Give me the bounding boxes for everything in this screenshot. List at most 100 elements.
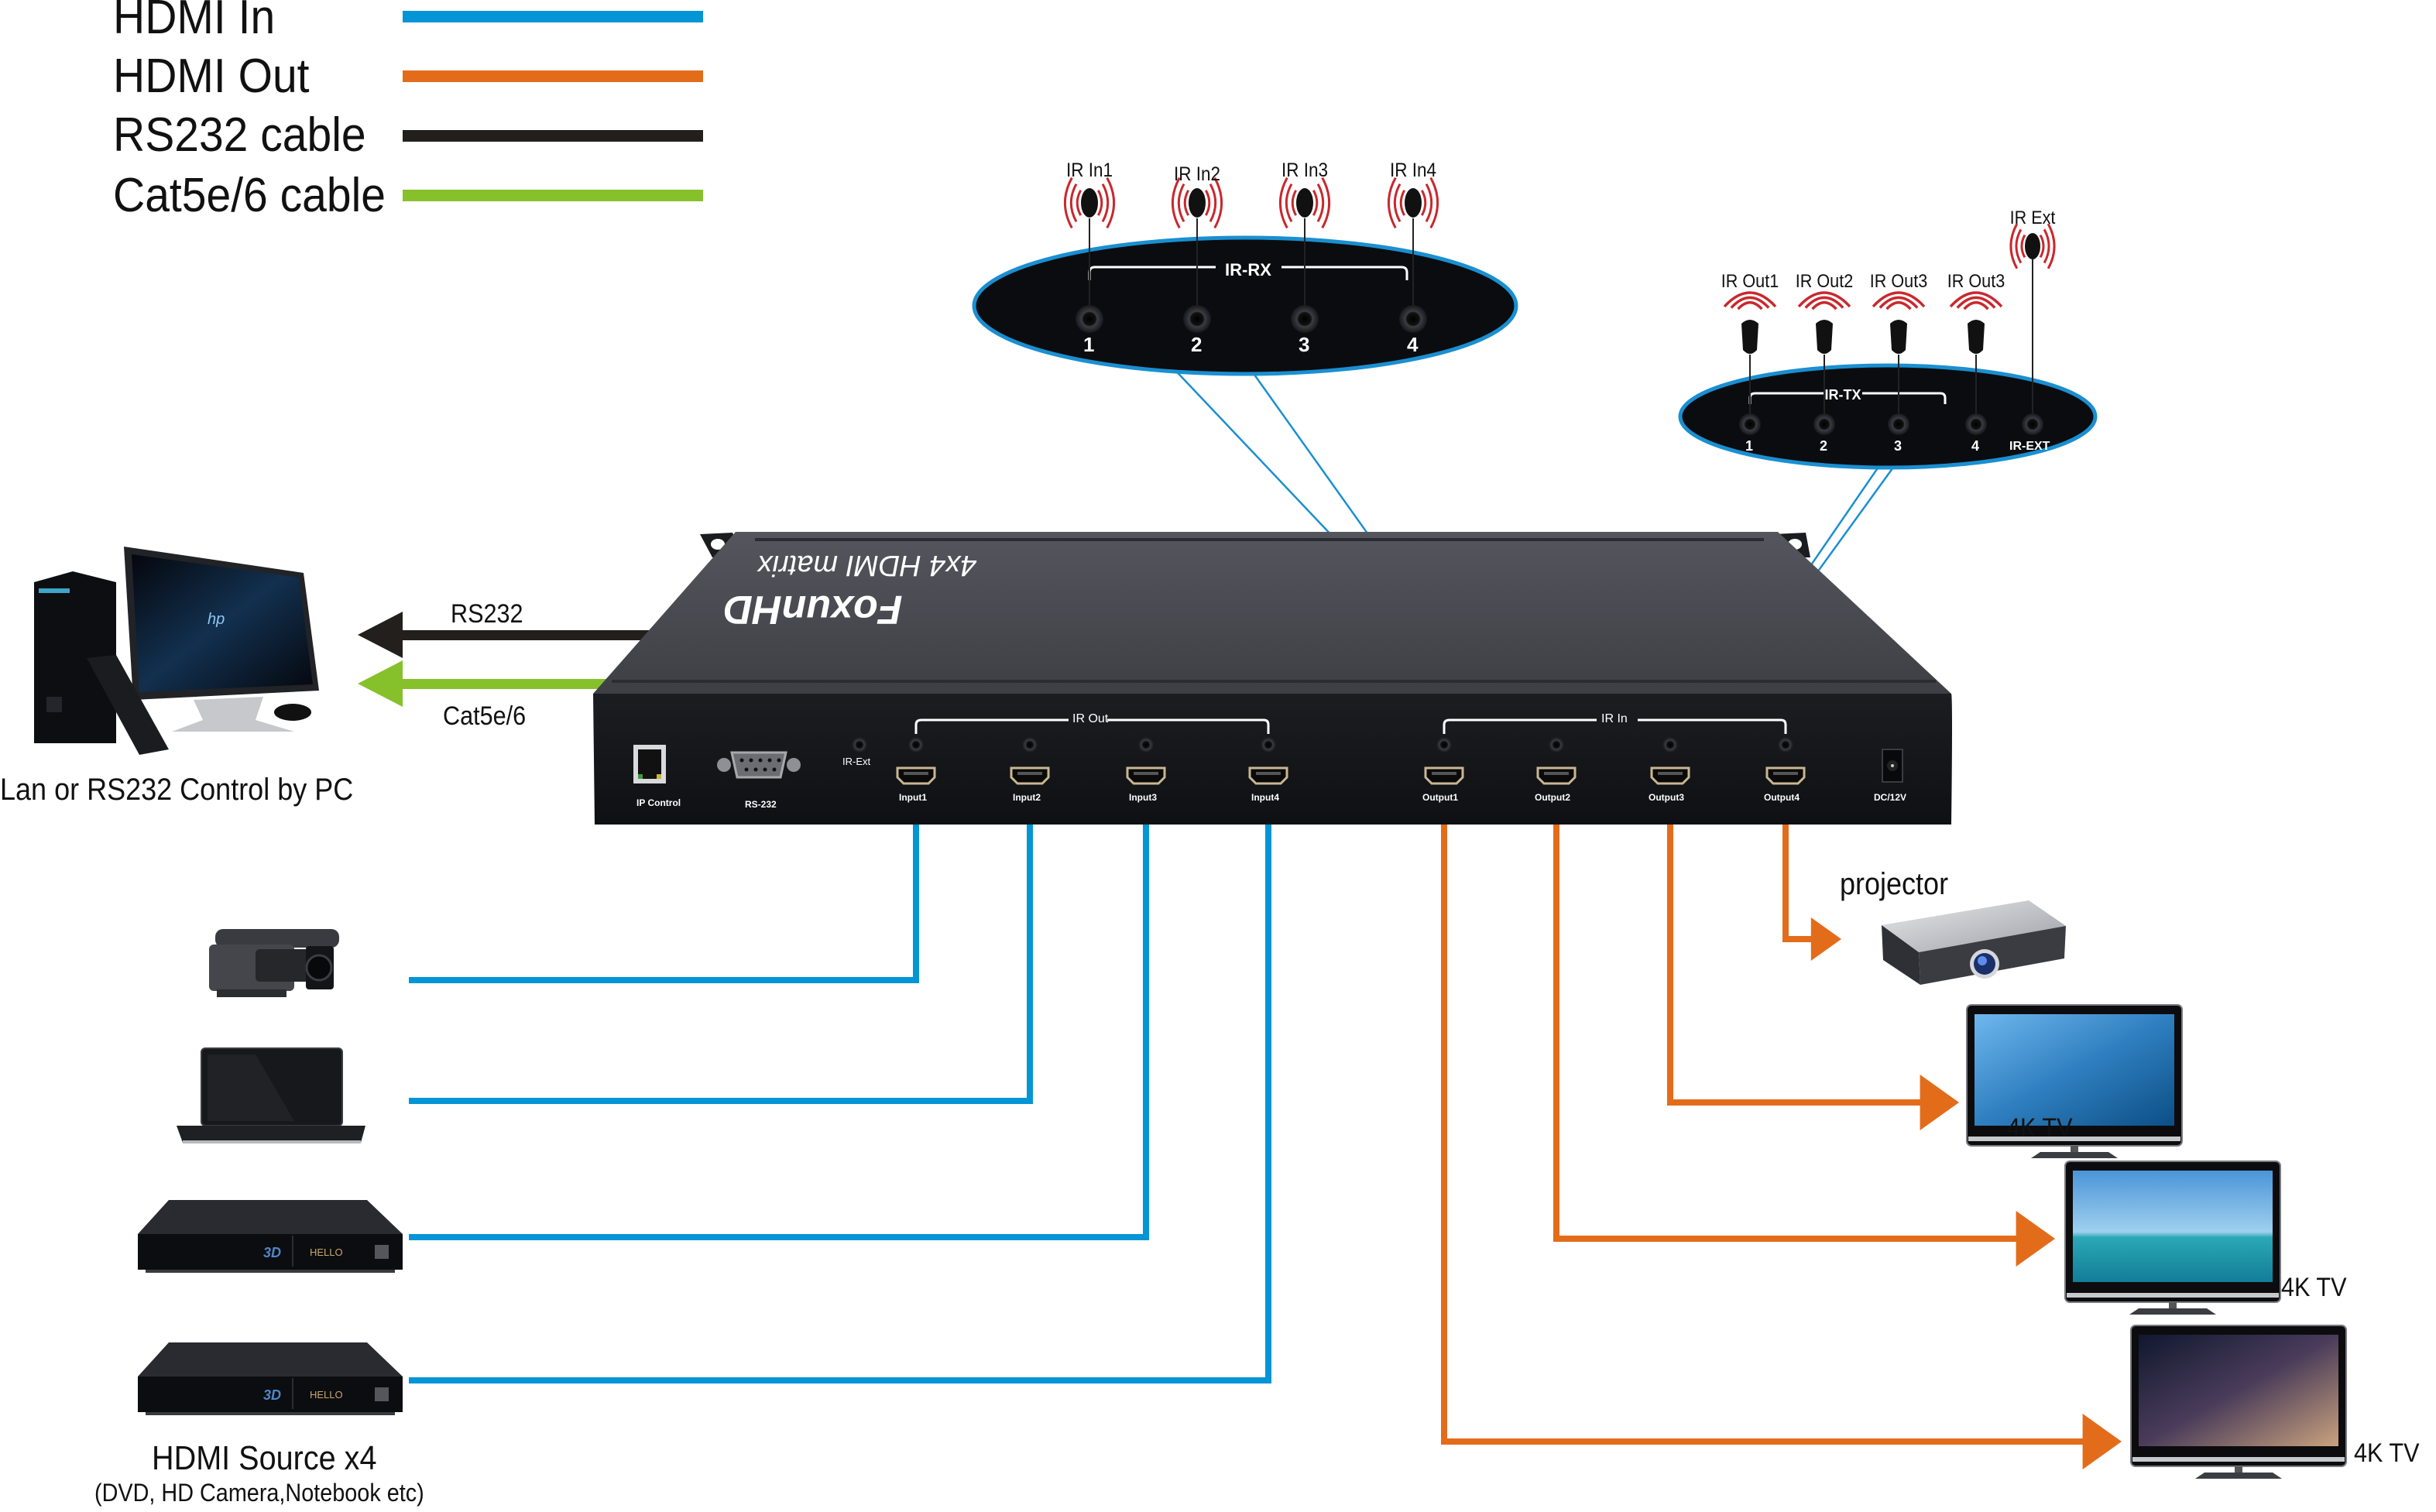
ir-receiver-2 — [1172, 177, 1223, 317]
ir-in-jack-3[interactable] — [1662, 737, 1678, 753]
ir-rx-jack-3[interactable] — [1291, 305, 1319, 333]
ir-tx-label-1: IR Out1 — [1721, 271, 1779, 292]
hdmi-out-cable-3 — [1667, 825, 1923, 1106]
ir-out-jack-3[interactable] — [1138, 737, 1154, 753]
label-input-3: Input3 — [1129, 792, 1157, 803]
tv-label-1: 4K TV — [2007, 1113, 2073, 1143]
hdmi-in-cables — [409, 825, 1271, 1383]
ir-rx-port-number-3: 3 — [1299, 333, 1310, 356]
hdmi-output-port-4[interactable] — [1765, 766, 1806, 785]
player-3d-badge: 3D — [263, 1387, 281, 1403]
rj45-port[interactable] — [633, 745, 666, 783]
hdmi-in-cable-1 — [409, 825, 919, 983]
label-output-1: Output1 — [1422, 792, 1458, 803]
dc-power-jack[interactable] — [1882, 749, 1903, 783]
hdmi-out-arrowhead-3 — [1920, 1075, 1959, 1130]
hdmi-output-port-3[interactable] — [1650, 766, 1690, 785]
ir-out-jack-1[interactable] — [908, 737, 924, 753]
ir-rx-port-number-2: 2 — [1191, 333, 1203, 356]
ir-rx-label-2: IR In2 — [1173, 163, 1221, 185]
legend-label-hdmi-in: HDMI In — [113, 0, 276, 44]
label-ip-control: IP Control — [636, 797, 681, 808]
ir-in-jack-2[interactable] — [1549, 737, 1564, 753]
ir-ext-port-label: IR-EXT — [2009, 440, 2050, 453]
hdmi-input-port-1[interactable] — [896, 766, 936, 785]
device-model-text: 4x4 HDMI matrix — [757, 549, 977, 581]
ir-out-jack-2[interactable] — [1022, 737, 1038, 753]
hdmi-in-cable-3 — [409, 825, 1149, 1240]
source-hd-camera — [209, 929, 339, 997]
label-dc-12v: DC/12V — [1874, 792, 1907, 803]
tv-3 — [2130, 1325, 2347, 1479]
label-ir-ext: IR-Ext — [842, 756, 871, 767]
hdmi-input-port-3[interactable] — [1126, 766, 1166, 785]
hdmi-out-arrowhead-4 — [1810, 917, 1841, 961]
source-notebook — [177, 1047, 365, 1143]
ir-tx-emitters — [1723, 223, 2056, 435]
hdmi-in-cable-4 — [409, 825, 1271, 1383]
sources-subcaption: (DVD, HD Camera,Notebook etc) — [94, 1479, 424, 1507]
hdmi-out-cable-2 — [1553, 825, 2019, 1242]
ir-emitter-3 — [1872, 291, 1926, 424]
ir-rx-callout — [972, 235, 1518, 376]
ir-ext-callout-jack[interactable] — [2022, 413, 2043, 435]
ir-receiver-1 — [1064, 177, 1115, 317]
ir-tx-callout — [1678, 363, 2098, 470]
rs232-db9-port[interactable] — [717, 751, 801, 779]
sources-caption: HDMI Source x4 — [152, 1439, 377, 1477]
label-input-4: Input4 — [1251, 792, 1279, 803]
legend-swatch-cat5 — [403, 190, 703, 201]
hdmi-output-port-1[interactable] — [1424, 766, 1464, 785]
hdmi-input-port-2[interactable] — [1010, 766, 1050, 785]
legend-swatch-hdmi-in — [403, 11, 703, 22]
ir-rx-receivers — [1064, 177, 1439, 333]
cat5-link-label: Cat5e/6 — [443, 701, 527, 731]
pc-illustration: hp — [34, 547, 319, 755]
ir-rx-jack-2[interactable] — [1183, 305, 1211, 333]
ir-tx-title: IR-TX — [1825, 387, 1861, 403]
ir-in-jack-1[interactable] — [1436, 737, 1452, 753]
svg-text:hp: hp — [208, 611, 225, 628]
hdmi-input-port-4[interactable] — [1248, 766, 1288, 785]
ir-tx-port-number-2: 2 — [1820, 438, 1828, 454]
pc-control-caption: Lan or RS232 Control by PC — [0, 773, 354, 807]
label-input-1: Input1 — [899, 792, 927, 803]
ir-receiver-4 — [1388, 177, 1439, 317]
source-bluray-player-2: 3D HELLO — [138, 1342, 403, 1415]
label-output-2: Output2 — [1535, 792, 1570, 803]
ir-in-jack-4[interactable] — [1778, 737, 1793, 753]
ir-out-jack-4[interactable] — [1261, 737, 1276, 753]
legend-label-cat5: Cat5e/6 cable — [113, 169, 386, 222]
ir-emitter-1 — [1723, 291, 1777, 424]
ir-tx-jack-2[interactable] — [1813, 413, 1835, 435]
hdmi-out-arrowheads — [1810, 917, 2122, 1469]
ir-ext-jack[interactable] — [852, 737, 867, 753]
label-ir-out-group: IR Out — [1072, 712, 1109, 725]
label-ir-in-group: IR In — [1601, 712, 1628, 725]
hdmi-out-arrowhead-1 — [2082, 1414, 2122, 1469]
legend-swatch-hdmi-out — [403, 70, 703, 82]
ir-tx-jack-3[interactable] — [1888, 413, 1909, 435]
player-display-text: HELLO — [310, 1246, 343, 1258]
player-display-text: HELLO — [310, 1389, 343, 1401]
hdmi-out-arrowhead-2 — [2016, 1211, 2055, 1267]
ir-tx-jack-1[interactable] — [1739, 413, 1761, 435]
panel-ports — [896, 737, 1806, 785]
ir-emitter-2 — [1797, 291, 1851, 424]
ir-tx-jack-4[interactable] — [1965, 413, 1987, 435]
tv-displays — [1966, 1004, 2347, 1479]
ir-tx-port-number-4: 4 — [1971, 438, 1980, 454]
ir-receiver-3 — [1279, 177, 1330, 317]
ir-rx-jack-4[interactable] — [1399, 305, 1427, 333]
rs232-arrow — [358, 612, 666, 658]
ir-tx-port-number-3: 3 — [1894, 438, 1902, 454]
ir-rx-jack-1[interactable] — [1076, 305, 1103, 333]
label-output-3: Output3 — [1649, 792, 1684, 803]
cat5-arrow — [358, 660, 658, 707]
legend-label-rs232: RS232 cable — [113, 108, 366, 162]
hdmi-output-port-2[interactable] — [1536, 766, 1577, 785]
hdmi-in-cable-2 — [409, 825, 1033, 1104]
